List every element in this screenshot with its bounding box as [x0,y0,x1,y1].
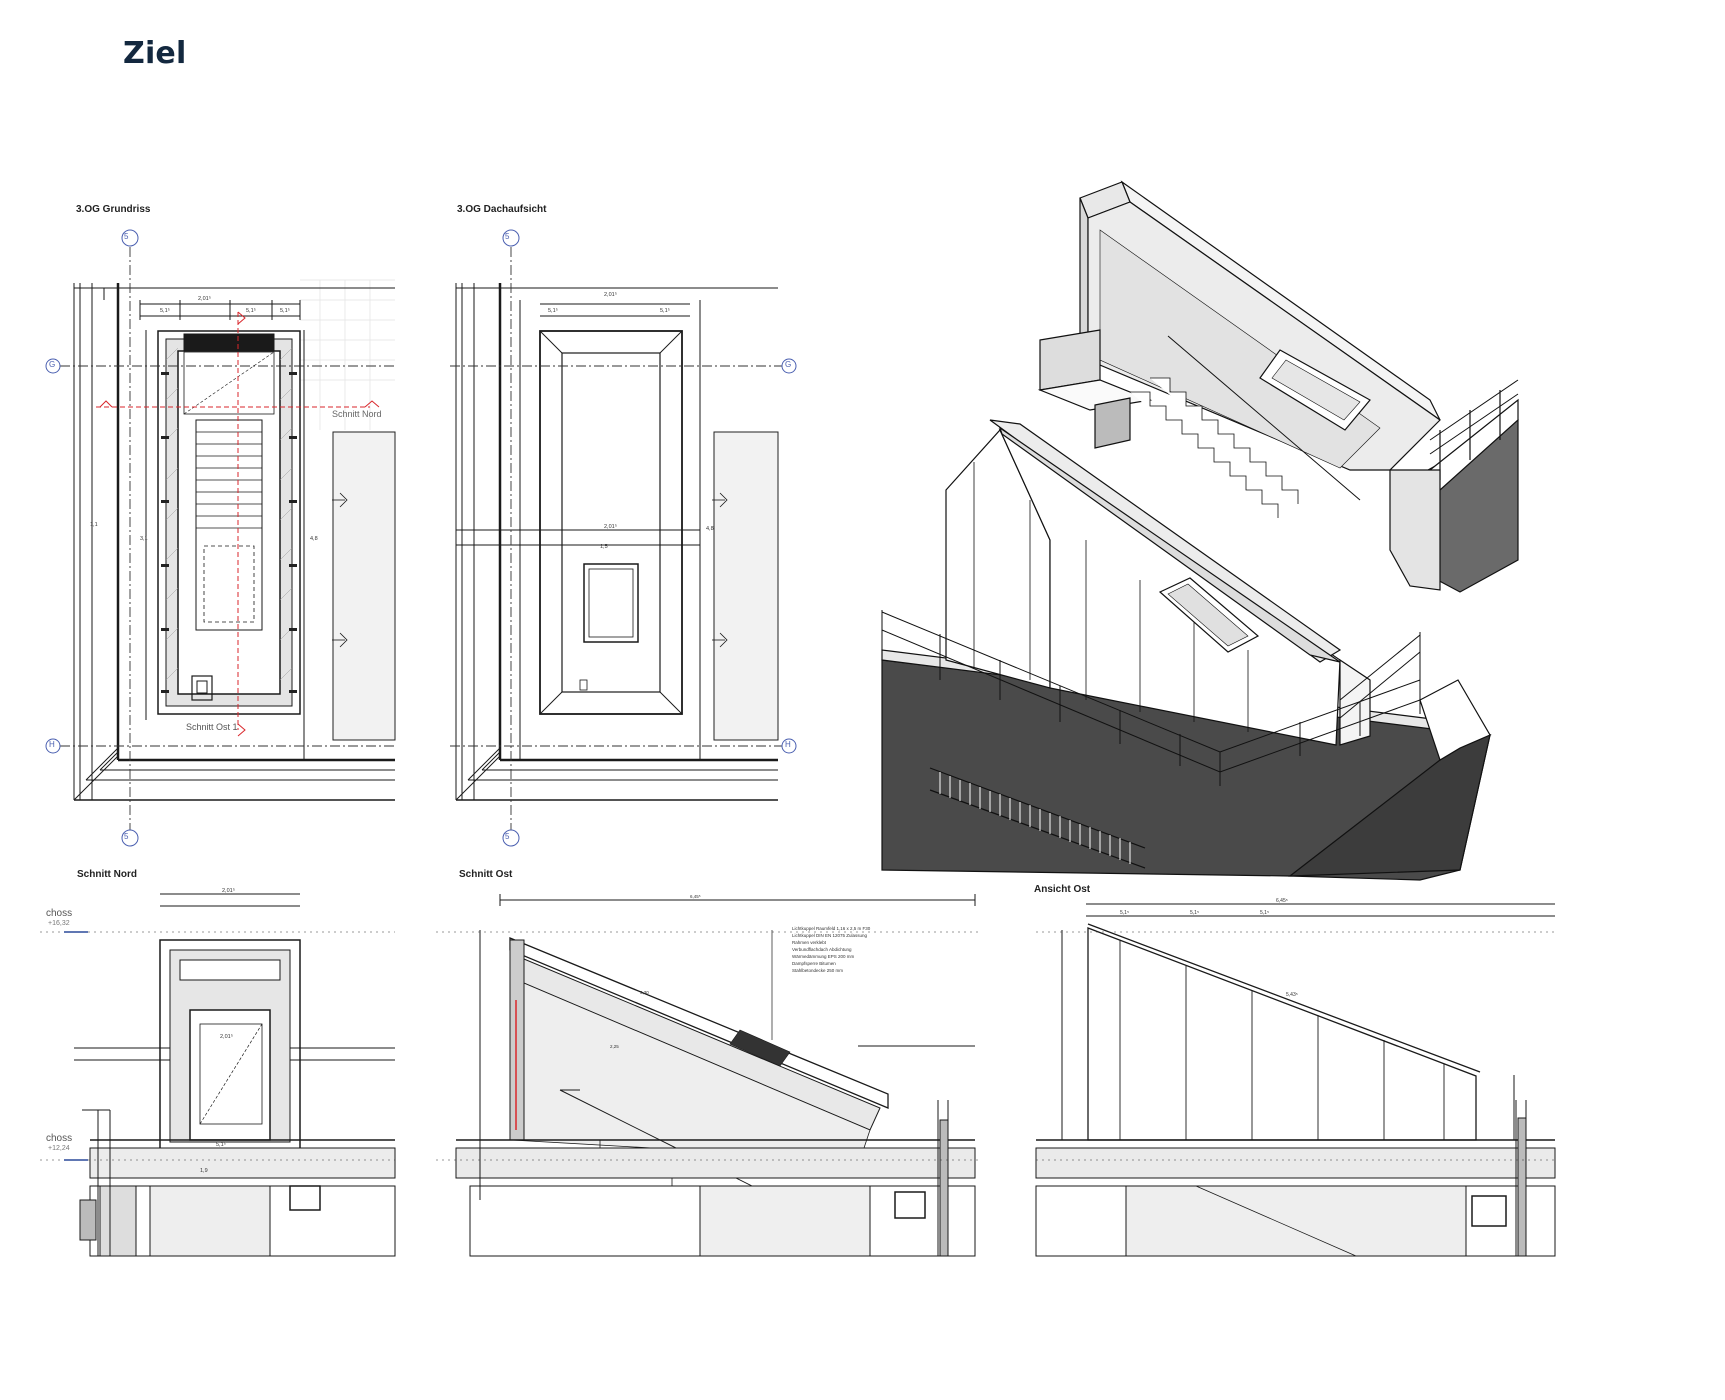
svg-text:2,01⁵: 2,01⁵ [222,887,235,894]
svg-text:5,1⁵: 5,1⁵ [548,307,558,314]
svg-text:Dampfsperre Bitumen: Dampfsperre Bitumen [792,961,836,966]
svg-text:Stahlbetondecke 250 mm: Stahlbetondecke 250 mm [792,968,843,973]
svg-text:2,01⁵: 2,01⁵ [220,1033,233,1040]
svg-text:2,01⁵: 2,01⁵ [604,291,617,298]
svg-text:1,1: 1,1 [90,522,98,528]
grid-marker-g: G [49,360,56,369]
svg-text:Lichtkuppel DIN EN 12075 Zulas: Lichtkuppel DIN EN 12075 Zulassung [792,933,868,938]
grid-marker-top: 5 [124,232,129,241]
svg-text:1,5: 1,5 [600,544,608,550]
schnitt-nord-label: Schnitt Nord [77,869,137,880]
svg-text:2,25: 2,25 [610,1044,619,1049]
grid-marker-h-2: H [785,740,791,749]
svg-text:5,30: 5,30 [640,990,649,995]
svg-text:4,8: 4,8 [706,526,714,532]
svg-text:5,1⁵: 5,1⁵ [1190,910,1199,916]
level-label-lower: choss [46,1133,73,1144]
grid-marker-top-2: 5 [505,232,510,241]
svg-text:5,43⁵: 5,43⁵ [1286,992,1298,998]
svg-text:6,45⁵: 6,45⁵ [690,894,701,899]
ansicht-ost-label: Ansicht Ost [1034,884,1091,895]
grundriss-label: 3.OG Grundriss [76,204,151,215]
grid-marker-bottom-2: 5 [505,832,510,841]
svg-text:3,1: 3,1 [140,536,148,542]
svg-text:5,1⁵: 5,1⁵ [160,307,170,314]
level-value-upper: +16,32 [48,920,70,927]
svg-text:5,1⁵: 5,1⁵ [280,307,290,314]
svg-text:2,01⁵: 2,01⁵ [604,523,617,530]
grid-marker-g-2: G [785,360,792,369]
svg-text:1,9: 1,9 [200,1168,208,1174]
svg-text:5,1⁵: 5,1⁵ [1120,910,1129,916]
level-value-lower: +12,24 [48,1145,70,1152]
svg-text:Wärmedämmung EPS 200 mm: Wärmedämmung EPS 200 mm [792,954,855,959]
svg-text:Rahmen verklebt: Rahmen verklebt [792,940,827,945]
svg-text:2,01⁵: 2,01⁵ [198,295,211,302]
svg-text:Verbundflachdach Abdichtung: Verbundflachdach Abdichtung [792,947,852,952]
grid-marker-bottom: 5 [124,832,129,841]
svg-text:5,1⁵: 5,1⁵ [246,307,256,314]
dachaufsicht-label: 3.OG Dachaufsicht [457,204,547,215]
svg-text:6,45⁵: 6,45⁵ [1276,898,1288,904]
cut-label-ost: Schnitt Ost 1 [186,722,238,732]
grid-marker-h: H [49,740,55,749]
svg-text:5,1⁵: 5,1⁵ [216,1141,226,1148]
level-label-upper: choss [46,908,73,919]
svg-text:4,8: 4,8 [310,536,318,542]
page-title: Ziel [123,36,187,71]
svg-text:Lichtkuppel Raumfeld 1,16 x 2,: Lichtkuppel Raumfeld 1,16 x 2,5 m F30 [792,926,871,931]
schnitt-ost-label: Schnitt Ost [459,869,513,880]
cut-label-nord: Schnitt Nord [332,409,382,419]
svg-text:5,1⁵: 5,1⁵ [1260,910,1269,916]
svg-text:5,1⁵: 5,1⁵ [660,307,670,314]
